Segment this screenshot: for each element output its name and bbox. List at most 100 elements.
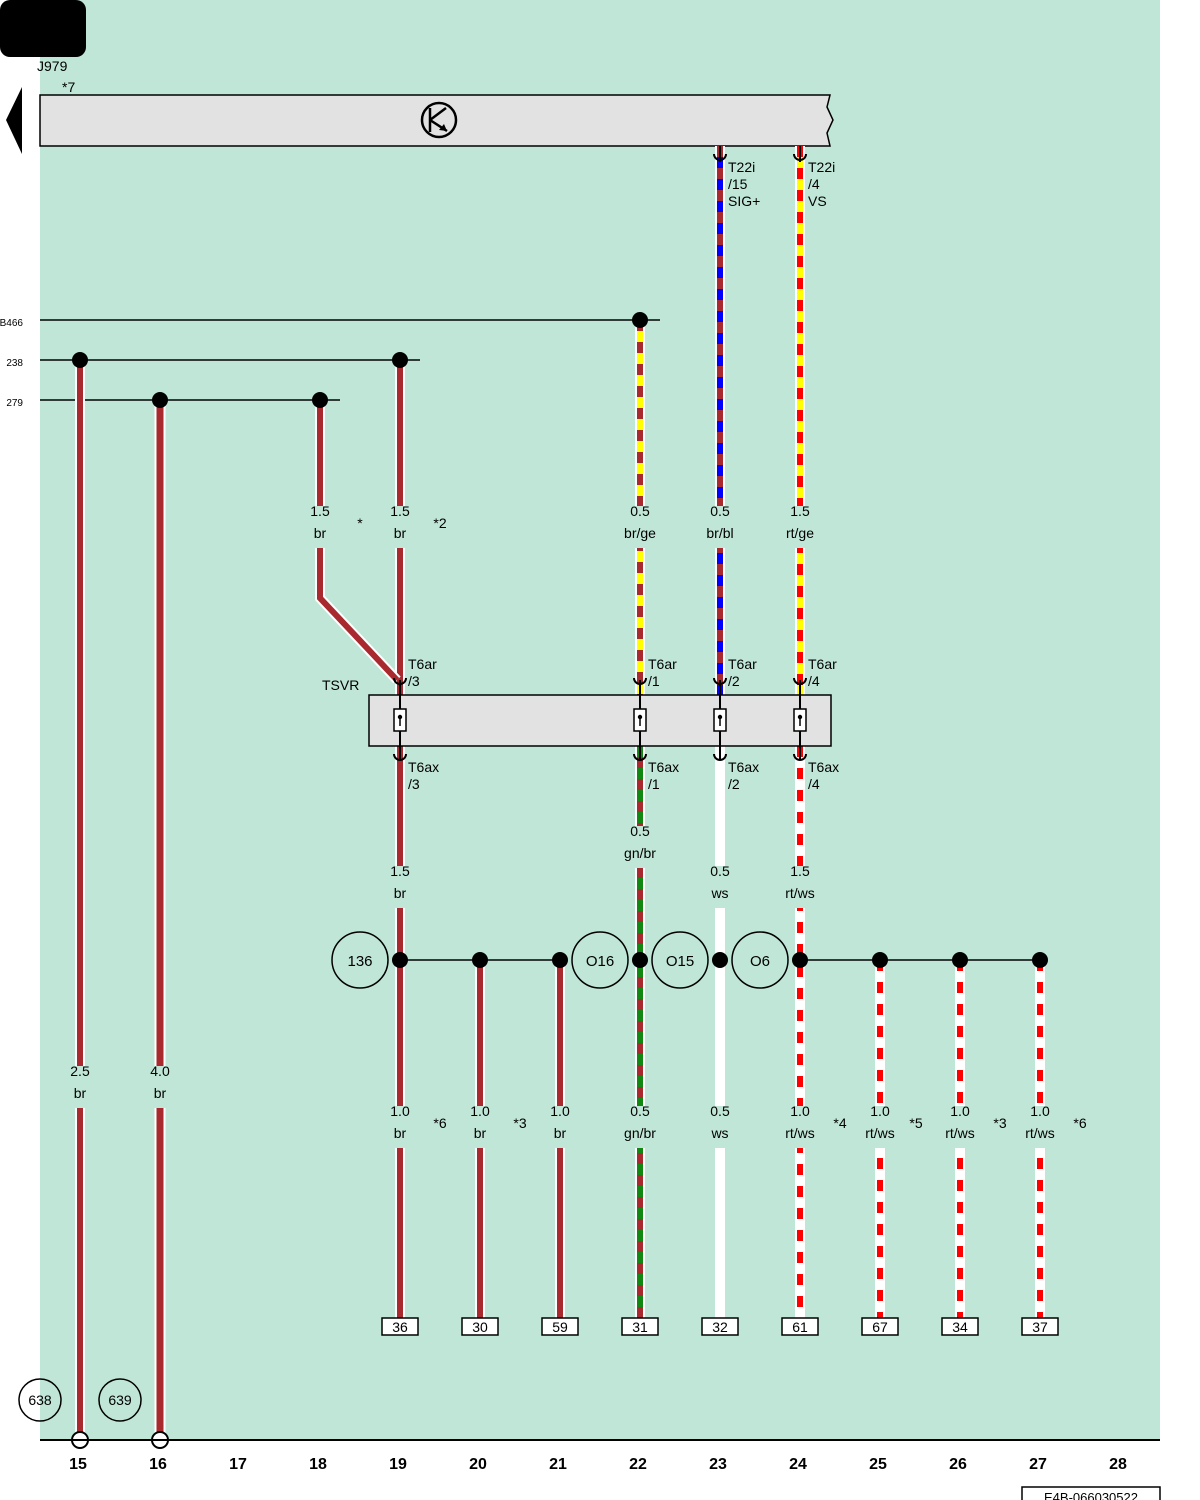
splice-136: 136 (331, 931, 389, 989)
junction-dot (952, 952, 968, 968)
splice-o6: O6 (731, 931, 789, 989)
pin-connector: T6ax (408, 759, 439, 775)
terminal-box: 34 (941, 1317, 979, 1336)
wire-label: 0.5 br/bl (694, 503, 746, 548)
wire-note: *3 (513, 1115, 526, 1131)
junction-dot (312, 392, 328, 408)
connector-block-tsvr: TSVR (322, 146, 832, 761)
component-j979: J979 *7 (0, 0, 834, 154)
component-code: J979 (37, 58, 68, 74)
pin-number: /4 (808, 673, 820, 689)
junction-dot (552, 952, 568, 968)
column-number: 17 (229, 1456, 247, 1473)
wire-label: 0.5br/ge (614, 503, 666, 548)
junction-dot (792, 952, 808, 968)
wire-color: rt/ge (786, 525, 814, 541)
wire-color: rt/ws (865, 1125, 895, 1141)
terminal-label: 61 (792, 1319, 808, 1335)
column-number: 23 (709, 1456, 727, 1473)
pin-signal: SIG+ (728, 193, 760, 209)
column-number: 28 (1109, 1456, 1127, 1473)
wire-color: br (394, 525, 407, 541)
pin-connector: T6ax (808, 759, 839, 775)
footer-code: E4B-066030522 (1044, 1490, 1138, 1500)
wire-size: 1.5 (790, 863, 810, 879)
control-unit-symbol-icon (420, 101, 458, 139)
wire-size: 1.0 (390, 1103, 410, 1119)
terminal-label: 59 (552, 1319, 568, 1335)
terminal-label: 30 (472, 1319, 488, 1335)
wire-size: 1.0 (870, 1103, 890, 1119)
wire-labels: 1.5br*1.5br*20.5br/ge0.5br/bl1.5rt/ge0.5… (54, 503, 1087, 1148)
terminal-label: 67 (872, 1319, 888, 1335)
pin-number: /2 (728, 673, 740, 689)
column-number: 18 (309, 1456, 327, 1473)
column-number: 21 (549, 1456, 567, 1473)
column-number: 22 (629, 1456, 647, 1473)
page-tab (0, 0, 86, 57)
pin-number: /3 (408, 776, 420, 792)
wire-note: *3 (993, 1115, 1006, 1131)
wire-color: br/bl (706, 525, 733, 541)
wire-note: *5 (909, 1115, 922, 1131)
column-number: 26 (949, 1456, 967, 1473)
wire-label: 1.0 rt/ws *5 (854, 1103, 923, 1148)
wire-size: 1.5 (310, 503, 330, 519)
pin-connector: T6ar (648, 656, 677, 672)
pin-number: /1 (648, 673, 660, 689)
terminal-label: 34 (952, 1319, 968, 1335)
pin-connector: T6ar (728, 656, 757, 672)
connector-pin-t22i-4: T22i /4 VS (808, 159, 835, 209)
column-number: 16 (149, 1456, 167, 1473)
wire-label: 0.5ws (694, 863, 746, 908)
column-number: 27 (1029, 1456, 1047, 1473)
continuation-arrow-icon (6, 87, 22, 154)
wire-color: rt/ws (945, 1125, 975, 1141)
pin-connector: T22i (808, 159, 835, 175)
terminal-box: 59 (541, 1317, 579, 1336)
junction-dot (152, 392, 168, 408)
tsvr-pin-labels: T6ar /3 T6ar /1 T6ar /2 T6ar /4 T6ax /3 … (408, 656, 839, 792)
wire-size: 1.5 (390, 503, 410, 519)
wire-label: 1.5br (374, 863, 426, 908)
wire-color: ws (710, 1125, 728, 1141)
wires (75, 146, 1045, 1440)
column-number: 15 (69, 1456, 87, 1473)
terminal-label: 37 (1032, 1319, 1048, 1335)
splice-label: O15 (666, 953, 694, 970)
tsvr-pin-contact (633, 677, 647, 761)
wire-label: 4.0br (134, 1063, 186, 1108)
pin-number: /1 (648, 776, 660, 792)
pin-connector: T6ar (408, 656, 437, 672)
pin-number: /3 (408, 673, 420, 689)
splice-label: O6 (750, 953, 770, 970)
pin-number: /15 (728, 176, 748, 192)
pin-hook-icon (793, 153, 807, 161)
column-number: 24 (789, 1456, 807, 1473)
wire-color: ws (710, 885, 728, 901)
connector-body (368, 694, 832, 747)
wire-label: 0.5gn/br (614, 1103, 666, 1148)
pin-connector: T6ax (648, 759, 679, 775)
terminal-box: 30 (461, 1317, 499, 1336)
wire-size: 0.5 (630, 503, 650, 519)
wire-label: 1.0rt/ws*3 (934, 1103, 1007, 1148)
component-note: *7 (62, 79, 75, 95)
wire-size: 0.5 (710, 503, 730, 519)
wire-color: br (154, 1085, 167, 1101)
ground-639: 639 (98, 1378, 142, 1422)
terminal-label: 31 (632, 1319, 648, 1335)
wire-color: rt/ws (1025, 1125, 1055, 1141)
column-number: 20 (469, 1456, 487, 1473)
wire-label: 1.5br* (294, 503, 363, 548)
junction-dots (72, 312, 1048, 968)
connector-name: TSVR (322, 677, 359, 693)
wire-label: 0.5gn/br (614, 823, 666, 868)
tsvr-pin-contact (393, 677, 407, 761)
junction-dot (712, 952, 728, 968)
ref-label: 279 (6, 398, 23, 409)
wire-label: 2.5br (54, 1063, 106, 1108)
junction-dot (632, 312, 648, 328)
